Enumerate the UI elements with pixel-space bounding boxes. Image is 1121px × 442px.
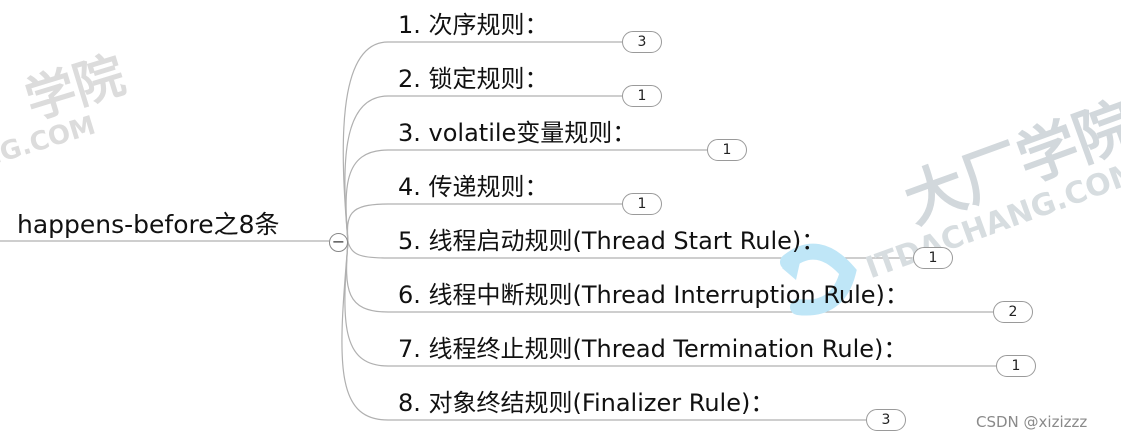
topic-5[interactable]: 5. 线程启动规则(Thread Start Rule)： [398, 227, 826, 255]
watermark-logo-icon [780, 243, 857, 316]
topic-6-count-badge[interactable]: 2 [993, 301, 1033, 323]
topic-3-count-badge[interactable]: 1 [707, 139, 747, 161]
topic-2[interactable]: 2. 锁定规则： [398, 65, 549, 93]
topic-5-count-badge[interactable]: 1 [913, 247, 953, 269]
topic-7[interactable]: 7. 线程终止规则(Thread Termination Rule)： [398, 335, 908, 363]
topic-7-count-badge[interactable]: 1 [996, 355, 1036, 377]
topic-4[interactable]: 4. 传递规则： [398, 173, 549, 201]
root-topic[interactable]: happens-before之8条 [17, 210, 280, 239]
topic-4-count-badge[interactable]: 1 [622, 193, 662, 215]
topic-8-count-badge[interactable]: 3 [866, 409, 906, 431]
topic-1-count-badge[interactable]: 3 [622, 31, 662, 53]
topic-6[interactable]: 6. 线程中断规则(Thread Interruption Rule)： [398, 281, 909, 309]
branch-line-5 [347, 241, 913, 259]
branch-line-2 [344, 95, 622, 243]
branch-line-3 [345, 149, 707, 243]
collapse-button[interactable]: − [329, 233, 348, 252]
csdn-watermark: CSDN @xizizzz [976, 413, 1088, 431]
topic-2-count-badge[interactable]: 1 [622, 85, 662, 107]
branch-line-4 [346, 203, 622, 243]
topic-8[interactable]: 8. 对象终结规则(Finalizer Rule)： [398, 389, 775, 417]
topic-1[interactable]: 1. 次序规则： [398, 11, 549, 39]
topic-3[interactable]: 3. volatile变量规则： [398, 119, 637, 147]
branch-line-8 [341, 241, 866, 421]
